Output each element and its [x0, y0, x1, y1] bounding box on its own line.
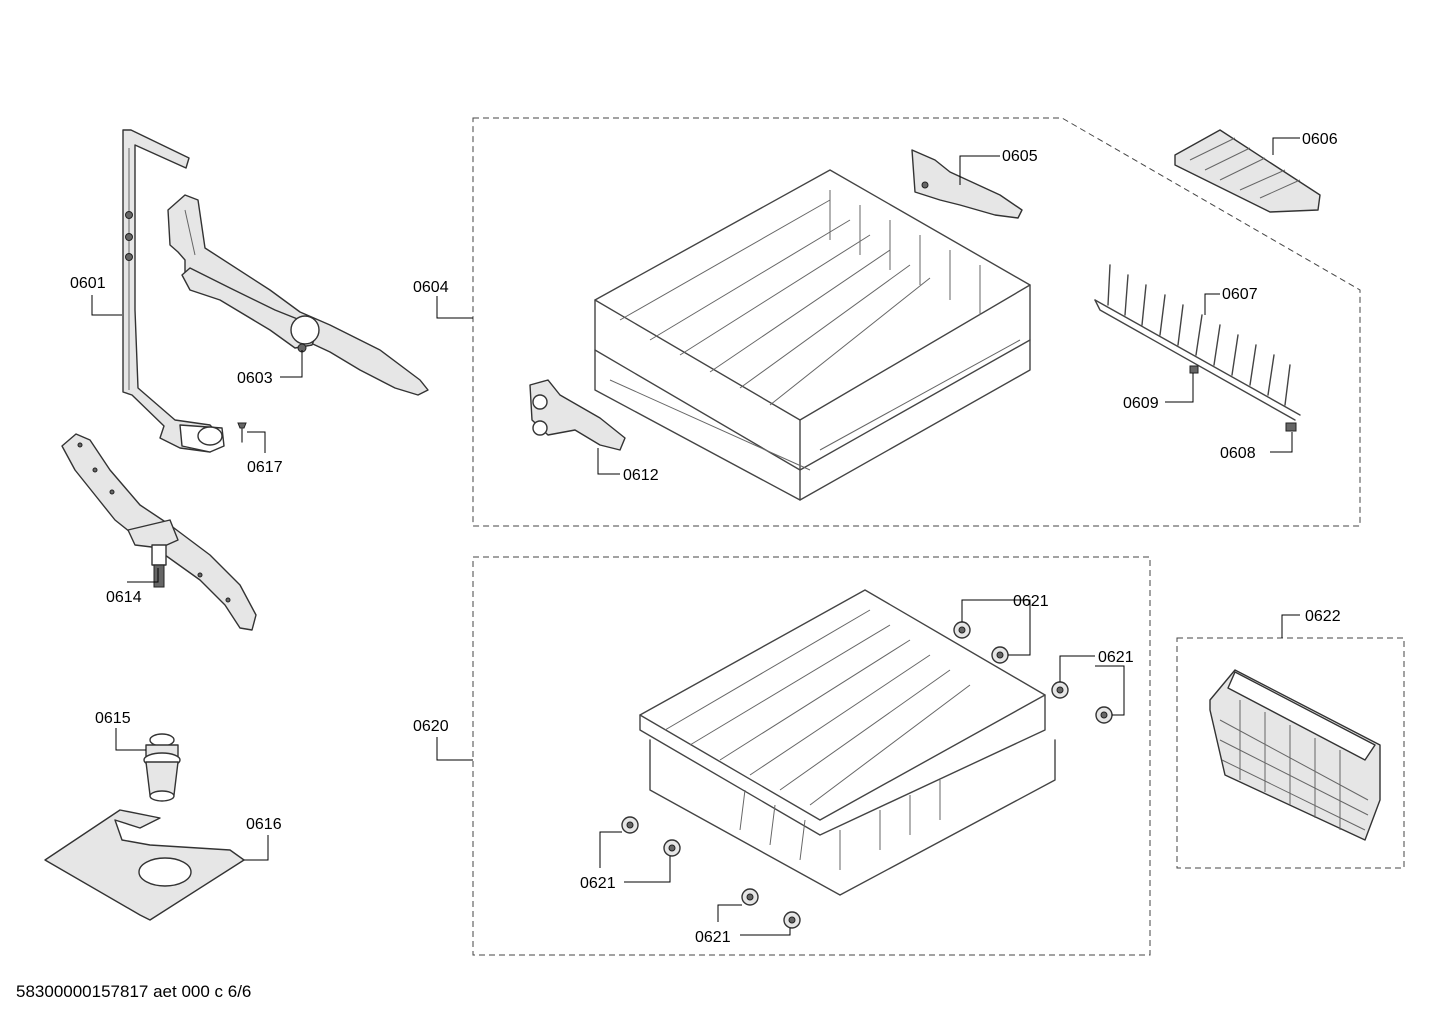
screw-icon: [237, 422, 247, 443]
upper-rack-group-box: [472, 117, 1361, 527]
label-0609: 0609: [1123, 395, 1159, 412]
label-0606: 0606: [1302, 131, 1338, 148]
rack-adjuster-left-icon: [529, 379, 626, 451]
label-0617: 0617: [247, 459, 283, 476]
clip-icon: [1189, 365, 1297, 432]
leader-lines: [91, 137, 1300, 936]
cutlery-basket-icon: [1209, 669, 1381, 841]
label-0608: 0608: [1220, 445, 1256, 462]
label-0616: 0616: [246, 816, 282, 833]
label-0614: 0614: [106, 589, 142, 606]
label-0612: 0612: [623, 467, 659, 484]
label-0604: 0604: [413, 279, 449, 296]
drawing-number: 58300000157817 aet 000 c 6/6: [16, 982, 251, 1001]
label-0615: 0615: [95, 710, 131, 727]
label-0621-left: 0621: [580, 875, 616, 892]
filter-icon: [143, 733, 181, 802]
label-0621-bottom: 0621: [695, 929, 731, 946]
upper-spray-arm-icon: [167, 194, 429, 396]
label-0607: 0607: [1222, 286, 1258, 303]
upper-rack-icon: [594, 169, 1031, 501]
lower-rack-icon: [639, 589, 1056, 896]
label-0601: 0601: [70, 275, 106, 292]
cutlery-basket-group-box: [1176, 637, 1405, 869]
label-0621-right: 0621: [1098, 649, 1134, 666]
supply-pipe-icon: [122, 129, 225, 453]
label-0620: 0620: [413, 718, 449, 735]
sump-plate-icon: [44, 809, 245, 921]
label-0603: 0603: [237, 370, 273, 387]
lower-rack-group-box: [472, 556, 1151, 956]
rack-adjuster-icon: [911, 149, 1023, 219]
label-0605: 0605: [1002, 148, 1038, 165]
cup-shelf-icon: [1174, 129, 1321, 213]
tine-row-icon: [1094, 264, 1301, 421]
roller-wheel-icon: [621, 621, 1113, 929]
label-0621-top: 0621: [1013, 593, 1049, 610]
lower-spray-arm-icon: [61, 433, 257, 631]
label-0622: 0622: [1305, 608, 1341, 625]
